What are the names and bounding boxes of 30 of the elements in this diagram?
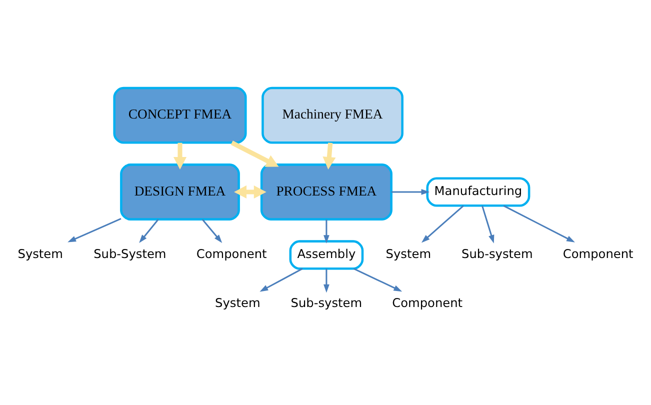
arrow [234,184,266,198]
node-box: DESIGN FMEA [120,163,240,220]
node-box: Manufacturing [426,176,530,206]
arrow [139,218,159,242]
arrow [391,188,430,194]
arrow [173,142,187,170]
arrow [230,140,279,166]
node-text: Sub-system [290,296,362,310]
arrow [353,268,402,292]
node-text: Component [562,246,634,260]
arrow [421,204,464,242]
arrow [202,218,222,242]
node-text: System [386,246,432,260]
node-box: CONCEPT FMEA [113,86,247,144]
arrow [260,268,303,292]
node-box: Assembly [289,240,364,270]
node-text: Component [392,296,463,310]
arrow [324,268,330,292]
arrow [68,218,122,242]
arrow [503,204,575,242]
node-box: Machinery FMEA [262,86,404,144]
node-text: Component [196,246,267,260]
arrow [324,219,330,243]
node-text: System [18,246,63,260]
arrow [482,205,494,243]
node-box: PROCESS FMEA [260,163,392,220]
node-text: System [215,296,260,310]
arrow [322,142,336,169]
node-text: Sub-System [94,246,166,260]
node-text: Sub-system [462,246,533,260]
